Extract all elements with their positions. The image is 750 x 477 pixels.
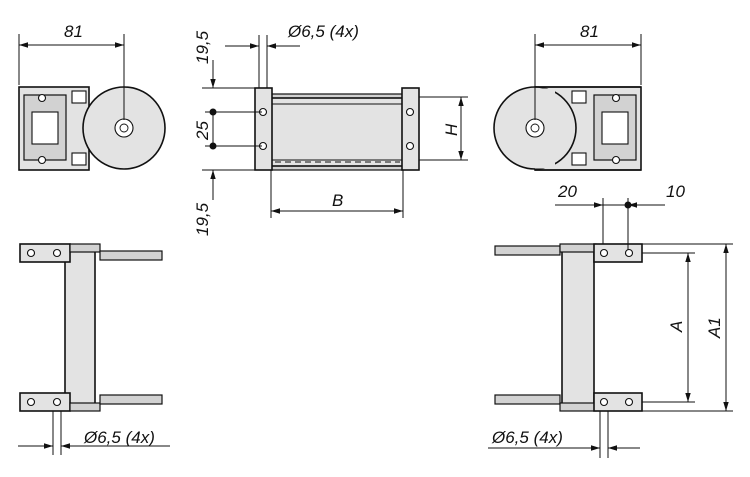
dims-right: 20 10 A A1 Ø6,5 (4x) bbox=[488, 182, 733, 458]
dim-19-5-bottom-label: 19,5 bbox=[193, 202, 212, 236]
front-view-left bbox=[19, 243, 163, 412]
hole-dia-top-label: Ø6,5 (4x) bbox=[287, 22, 359, 41]
hole-dia-bottom-right-label: Ø6,5 (4x) bbox=[491, 428, 563, 447]
dim-width-left: 81 bbox=[18, 22, 125, 120]
dims-center: 19,5 25 19,5 Ø6,5 (4x) H B bbox=[193, 22, 468, 236]
side-view-center bbox=[254, 87, 420, 171]
dim-a1-label: A1 bbox=[705, 317, 724, 339]
end-view-right bbox=[493, 86, 642, 171]
dim-10-label: 10 bbox=[666, 182, 685, 201]
dim-20-label: 20 bbox=[557, 182, 577, 201]
dim-81-right-label: 81 bbox=[580, 22, 599, 41]
front-view-right bbox=[494, 243, 643, 412]
dim-h-label: H bbox=[442, 123, 461, 136]
dim-81-left-label: 81 bbox=[64, 22, 83, 41]
dim-width-right: 81 bbox=[534, 22, 642, 120]
dim-a-label: A bbox=[667, 321, 686, 333]
hole-dia-bottom-left-label: Ø6,5 (4x) bbox=[83, 428, 155, 447]
end-view-left bbox=[18, 86, 166, 171]
dim-25-label: 25 bbox=[193, 121, 212, 141]
dim-19-5-top-label: 19,5 bbox=[193, 30, 212, 64]
dim-hole-bottom-left: Ø6,5 (4x) bbox=[18, 411, 170, 455]
dim-b-label: B bbox=[332, 191, 343, 210]
